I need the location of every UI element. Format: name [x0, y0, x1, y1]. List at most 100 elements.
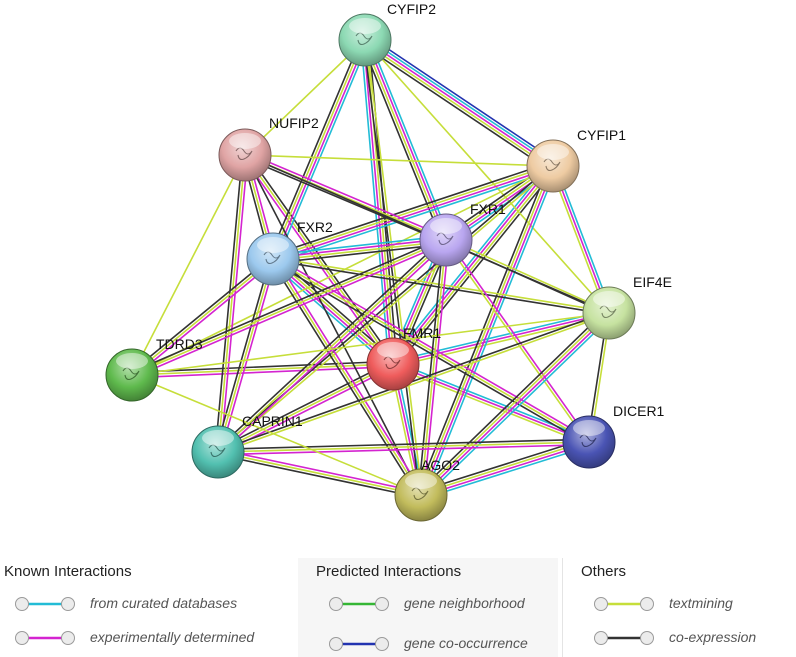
- legend-label-textmining: textmining: [669, 595, 733, 611]
- legend-title-predicted: Predicted Interactions: [316, 563, 462, 580]
- edge-line-curated: [272, 235, 446, 256]
- legend-group-known: Known Interactions from curated database…: [0, 558, 294, 657]
- edge-nufip2-ago2: [244, 154, 422, 496]
- edge-line-experimental: [392, 312, 610, 365]
- edge-line-textmining: [217, 363, 394, 453]
- edge-sample-icon: [329, 597, 389, 611]
- node-highlight: [349, 18, 381, 34]
- node-circle[interactable]: [562, 415, 616, 469]
- edge-line-coexpression: [244, 154, 422, 496]
- edge-line-experimental: [391, 164, 553, 364]
- node-fmr1[interactable]: FMR1: [366, 325, 441, 391]
- node-fxr1[interactable]: FXR1: [419, 201, 506, 267]
- legend-label-curated: from curated databases: [90, 595, 238, 611]
- edge-line-textmining: [364, 39, 610, 314]
- edge-line-coexpression: [419, 437, 589, 492]
- edge-line-coexpression: [130, 236, 446, 374]
- node-dicer1[interactable]: DICER1: [562, 403, 665, 469]
- edge-line-textmining: [272, 258, 422, 496]
- node-circle[interactable]: [582, 286, 636, 340]
- edge-nufip2-tdrd3: [131, 154, 246, 376]
- edge-line-experimental: [421, 442, 590, 498]
- edge-line-curated: [360, 40, 390, 365]
- edge-line-experimental: [271, 259, 393, 366]
- legend-label-cooccurrence: gene co-occurrence: [404, 635, 528, 651]
- node-circle[interactable]: [526, 139, 580, 193]
- legend-item-coexpression: co-expression: [593, 628, 793, 648]
- node-cyfip2[interactable]: CYFIP2: [338, 1, 436, 67]
- node-circle[interactable]: [394, 468, 448, 522]
- edge-line-coexpression: [215, 237, 445, 451]
- legend-item-neighborhood: gene neighborhood: [328, 594, 618, 614]
- edge-line-experimental: [245, 151, 448, 239]
- node-circle[interactable]: [105, 348, 159, 402]
- edge-line-textmining: [131, 154, 246, 376]
- edge-sample-icon: [594, 631, 654, 645]
- edge-line-textmining: [217, 451, 422, 496]
- edge-line-experimental: [273, 166, 554, 262]
- edge-line-curated: [423, 315, 613, 499]
- edge-fxr2-ago2: [270, 257, 424, 497]
- edge-fxr1-eif4e: [445, 238, 610, 315]
- edge-line-textmining: [271, 39, 365, 259]
- node-highlight: [229, 133, 261, 149]
- edge-line-textmining: [273, 257, 395, 364]
- protein-structure-icon: [411, 487, 429, 501]
- edge-line-textmining: [131, 239, 447, 376]
- legend-item-curated: from curated databases: [14, 594, 304, 614]
- edge-fxr2-tdrd3: [129, 256, 276, 378]
- protein-structure-icon: [235, 147, 253, 161]
- edge-line-coexpression: [417, 309, 607, 493]
- node-nufip2[interactable]: NUFIP2: [218, 115, 319, 182]
- edge-sample-icon: [329, 637, 389, 651]
- edge-line-textmining: [272, 163, 553, 259]
- node-highlight: [573, 420, 605, 436]
- protein-structure-icon: [122, 367, 140, 381]
- protein-structure-icon: [599, 305, 617, 319]
- node-circle[interactable]: [366, 337, 420, 391]
- node-ago2[interactable]: AGO2: [394, 457, 460, 522]
- edge-line-coexpression: [216, 360, 393, 451]
- legend: Known Interactions from curated database…: [0, 558, 796, 657]
- legend-title-others: Others: [581, 563, 627, 580]
- node-label: AGO2: [421, 457, 460, 473]
- edge-tdrd3-ago2: [131, 374, 422, 496]
- edge-line-coexpression: [445, 240, 609, 315]
- edge-line-textmining: [218, 166, 555, 454]
- node-eif4e[interactable]: EIF4E: [582, 274, 672, 340]
- edge-line-coexpression: [271, 161, 552, 256]
- protein-structure-icon: [436, 232, 454, 246]
- edge-line-experimental: [218, 448, 422, 494]
- node-highlight: [202, 430, 234, 446]
- legend-label-experimental: experimentally determined: [90, 629, 255, 645]
- node-circle[interactable]: [246, 232, 300, 286]
- edge-cyfip2-fxr2: [268, 38, 370, 261]
- edge-sample-icon: [15, 597, 75, 611]
- node-circle[interactable]: [191, 425, 245, 479]
- edge-cyfip1-ago2: [416, 164, 558, 497]
- edge-line-experimental: [364, 39, 554, 167]
- edge-line-textmining: [217, 239, 447, 453]
- legend-item-textmining: textmining: [593, 594, 793, 614]
- node-fxr2[interactable]: FXR2: [246, 219, 333, 286]
- edge-line-textmining: [131, 363, 394, 376]
- edge-line-textmining: [365, 39, 424, 495]
- node-tdrd3[interactable]: TDRD3: [105, 336, 203, 402]
- legend-item-cooccurrence: gene co-occurrence: [328, 634, 618, 654]
- node-circle[interactable]: [338, 13, 392, 67]
- edge-line-curated: [275, 41, 370, 261]
- edge-cyfip2-ago2: [362, 39, 424, 496]
- edge-line-textmining: [244, 154, 394, 365]
- edge-line-textmining: [131, 258, 274, 376]
- edge-fxr1-ago2: [417, 239, 450, 496]
- edge-line-experimental: [365, 39, 448, 240]
- legend-item-experimental: experimentally determined: [14, 628, 304, 648]
- node-circle[interactable]: [419, 213, 473, 267]
- node-caprin1[interactable]: CAPRIN1: [191, 413, 303, 479]
- node-circle[interactable]: [218, 128, 272, 182]
- node-cyfip1[interactable]: CYFIP1: [526, 127, 626, 193]
- edge-line-coexpression: [395, 168, 557, 368]
- protein-structure-icon: [543, 158, 561, 172]
- edge-line-textmining: [420, 239, 447, 496]
- edge-line-coexpression: [417, 239, 445, 495]
